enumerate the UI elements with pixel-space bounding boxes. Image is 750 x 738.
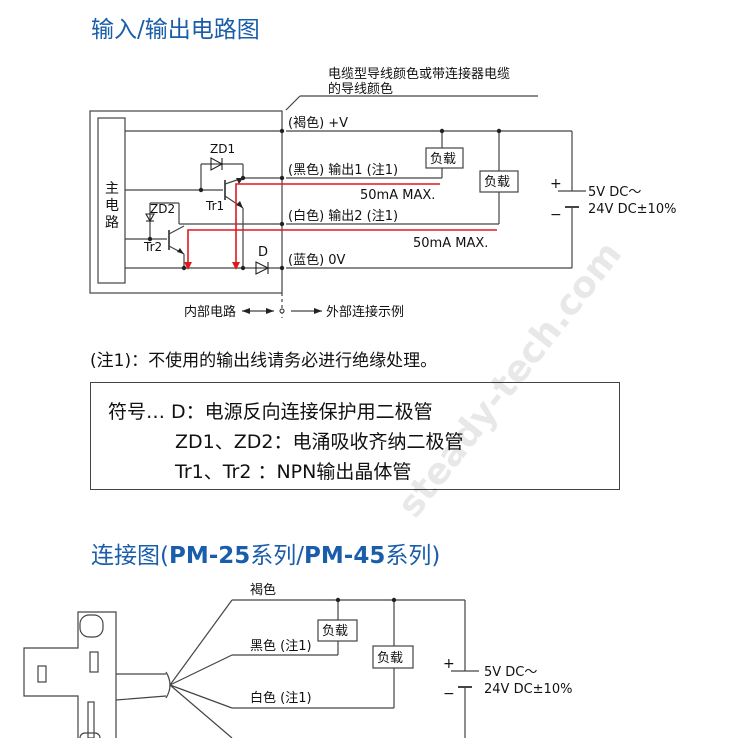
tr1-emitter-arrow-2 (236, 201, 243, 208)
conn-white-label: 白色 (注1) (250, 690, 312, 706)
circuit-diagram-title: 输入/输出电路图 (91, 17, 260, 43)
brown-wire-label: (褐色) +V (288, 115, 348, 131)
internal-circuit-label: 内部电路 (184, 304, 236, 320)
title-model-2: PM-45 (304, 543, 386, 569)
load-1-box (425, 147, 464, 169)
connection-diagram (23, 599, 479, 738)
junction-dot (198, 187, 204, 193)
legend-line-3: Tr1、Tr2 ：NPN输出晶体管 (175, 461, 412, 483)
conn-black-label: 黑色 (注1) (250, 638, 312, 654)
conn-supply-line1: 5V DC～ (484, 665, 537, 680)
conn-load-2-label: 负载 (377, 651, 403, 666)
external-arrow-head (314, 308, 322, 314)
conn-plus-sign: + (443, 656, 455, 672)
black-wire-label: (黑色) 输出1 (注1) (288, 162, 398, 178)
junction-dot (439, 128, 445, 134)
connection-diagram-title: 连接图(PM-25系列/PM-45系列) (91, 536, 440, 570)
terminal-dot (279, 221, 285, 227)
terminal-dot (279, 175, 285, 181)
note-1: (注1)：不使用的输出线请务必进行绝缘处理。 (90, 351, 438, 371)
junction-dot (181, 265, 187, 271)
main-circuit-label-1: 主 (105, 181, 119, 197)
sensor-outline (89, 110, 283, 294)
internal-arrow-head (242, 308, 250, 314)
junction-dot (335, 597, 341, 603)
main-circuit-label-2: 电 (105, 198, 119, 214)
current-flow-paths (187, 183, 497, 264)
main-circuit-label-3: 路 (105, 215, 119, 231)
supply-voltage-line1: 5V DC～ (588, 185, 641, 200)
terminal-dot (279, 265, 285, 271)
title-part: 系列/ (250, 543, 305, 569)
junction-dot (391, 597, 397, 603)
supply-voltage-line2: 24V DC±10% (588, 202, 676, 217)
terminal-dot (279, 128, 285, 134)
title-model-1: PM-25 (168, 543, 251, 569)
zd1-label: ZD1 (210, 142, 235, 156)
tr2-label: Tr2 (143, 240, 162, 254)
white-wire-label: (白色) 输出2 (注1) (288, 208, 398, 224)
external-connection-label: 外部连接示例 (326, 304, 404, 320)
conn-load-1-label: 负载 (322, 624, 348, 639)
current-arrow-1 (232, 262, 240, 270)
left-arrow-head (266, 308, 274, 314)
legend-line-2: ZD1、ZD2：电涌吸收齐纳二极管 (175, 431, 464, 453)
conn-supply-line2: 24V DC±10% (484, 682, 572, 697)
conn-brown-label: 褐色 (250, 582, 276, 598)
junction-dot (240, 175, 246, 181)
max-current-1: 50mA MAX. (360, 188, 435, 203)
zener-zd2-symbol (145, 213, 155, 223)
diode-d-symbol (255, 261, 270, 275)
legend-line-1: 符号… D：电源反向连接保护用二极管 (108, 401, 433, 423)
load-2-label: 负载 (484, 175, 510, 190)
junction-dot (496, 128, 502, 134)
supply-plus-sign: + (550, 176, 562, 192)
junction-dot (147, 236, 153, 242)
sensor-body-outline (23, 611, 117, 738)
blue-wire-label: (蓝色) 0V (288, 252, 346, 268)
supply-minus-sign: − (550, 207, 562, 223)
load-1-label: 负载 (430, 152, 456, 167)
title-part: 连接图( (91, 543, 169, 569)
diode-label: D (258, 245, 268, 260)
cable-note-line2: 的导线颜色 (328, 81, 393, 97)
main-circuit-block (97, 117, 126, 284)
title-part: 系列) (385, 543, 441, 569)
symbol-legend: 符号… D：电源反向连接保护用二极管 ZD1、ZD2：电涌吸收齐纳二极管 Tr1… (90, 382, 620, 490)
conn-minus-sign: − (443, 686, 455, 702)
zener-zd1-symbol (210, 157, 224, 171)
tr2-emitter-arrow (177, 248, 184, 254)
zd2-label: ZD2 (150, 202, 175, 216)
junction-dot (240, 265, 246, 271)
tr1-emitter-arrow (236, 178, 243, 184)
tr1-label: Tr1 (205, 199, 224, 213)
conn-load-2-box (372, 645, 414, 669)
max-current-2: 50mA MAX. (413, 236, 488, 251)
current-arrow-2 (184, 262, 192, 270)
cable-note-line1: 电缆型导线颜色或带连接器电缆 (328, 66, 510, 82)
